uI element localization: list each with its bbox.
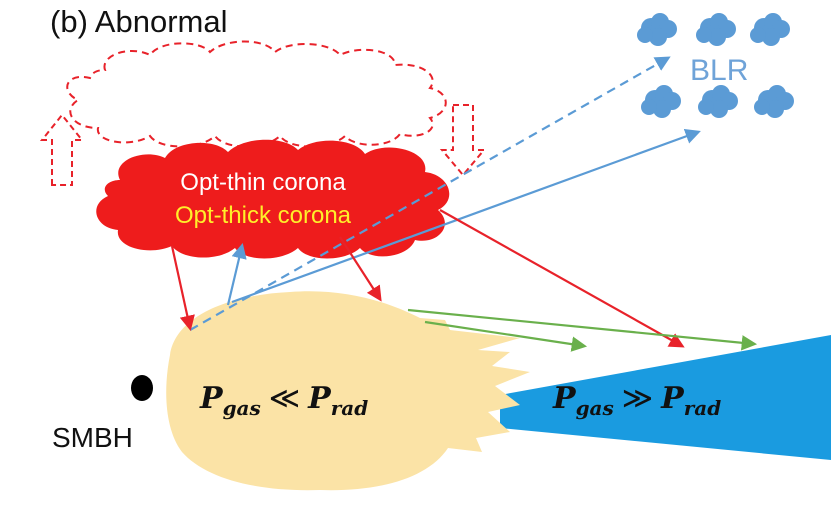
outer-lhs: P	[552, 381, 577, 416]
outer-lhs-sub: gas	[576, 396, 614, 420]
dashed-down-arrow	[439, 104, 487, 177]
blr-cloud	[754, 85, 794, 118]
inner-equation: Pgas≪Prad	[199, 381, 368, 420]
dashed-up-arrow	[39, 113, 85, 186]
inner-lhs-sub: gas	[223, 396, 261, 420]
inner-operator: ≪	[269, 381, 300, 416]
inner-lhs: P	[199, 381, 224, 416]
dashed-cloud	[66, 40, 447, 148]
outer-operator: ≫	[622, 381, 653, 416]
blr-cloud	[750, 13, 790, 46]
inner-disk	[166, 291, 530, 491]
outer-equation: Pgas≫Prad	[552, 381, 721, 420]
green-arrow-upper	[407, 308, 758, 351]
inner-rhs-sub: rad	[331, 396, 368, 420]
blr-label: BLR	[690, 54, 748, 87]
blr-cloud	[696, 13, 736, 46]
blr-cloud	[637, 13, 677, 46]
corona-cloud	[96, 139, 450, 259]
outer-disk	[500, 335, 831, 460]
green-arrow-lower	[424, 320, 588, 352]
outer-rhs-sub: rad	[684, 396, 721, 420]
blue-short-arrow	[226, 243, 247, 306]
red-arrow-left	[170, 245, 195, 332]
red-arrow-middle	[339, 236, 382, 302]
smbh-label: SMBH	[52, 422, 133, 453]
outer-rhs: P	[660, 381, 685, 416]
panel-title: (b) Abnormal	[50, 4, 227, 39]
smbh-dot	[131, 375, 153, 401]
red-arrow-right	[439, 209, 685, 348]
opt-thin-label: Opt-thin corona	[180, 169, 346, 196]
inner-rhs: P	[307, 381, 332, 416]
blr-cloud	[698, 85, 738, 118]
blue-dashed-arrow	[189, 56, 671, 331]
opt-thick-label: Opt-thick corona	[175, 202, 352, 229]
blue-solid-arrow	[231, 128, 701, 304]
blr-cloud	[641, 85, 681, 118]
